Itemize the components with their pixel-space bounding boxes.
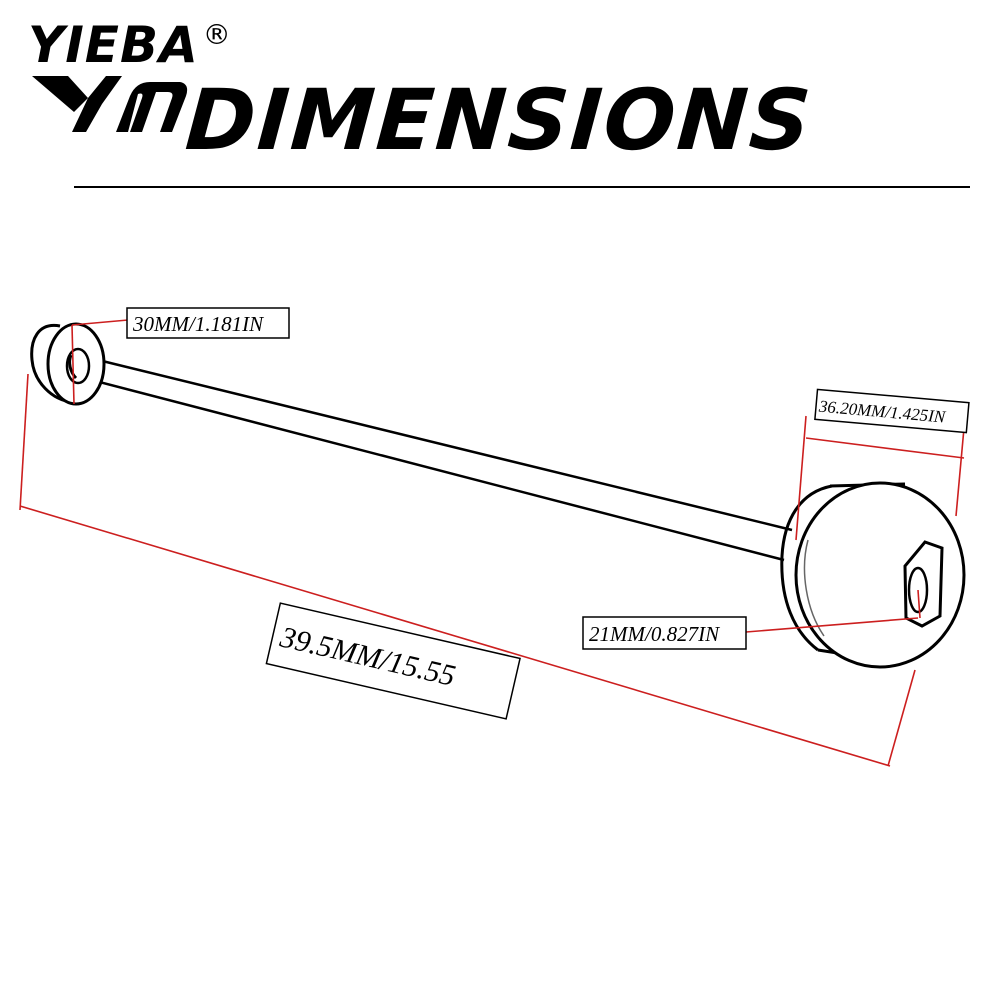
frame-slider-puck (780, 481, 966, 669)
label-slider-bore: 21MM/0.827IN (582, 616, 747, 650)
label-overall-length: 39.5MM/15.55 (265, 602, 521, 720)
axle-rod (83, 355, 793, 562)
brand-text: YIEBA (28, 16, 199, 74)
brand-logo-mark (32, 76, 188, 132)
svg-text:30MM/1.181IN: 30MM/1.181IN (132, 312, 264, 336)
svg-text:21MM/0.827IN: 21MM/0.827IN (589, 622, 720, 646)
registered-mark: ® (202, 18, 232, 52)
label-end-cap-diameter: 30MM/1.181IN (126, 307, 290, 339)
dimension-lines (19, 319, 965, 767)
label-slider-width: 36.20MM/1.425IN (814, 388, 970, 434)
brand-name: YIEBA® (28, 20, 232, 70)
header-divider (74, 186, 970, 188)
small-end-cap (30, 322, 106, 406)
